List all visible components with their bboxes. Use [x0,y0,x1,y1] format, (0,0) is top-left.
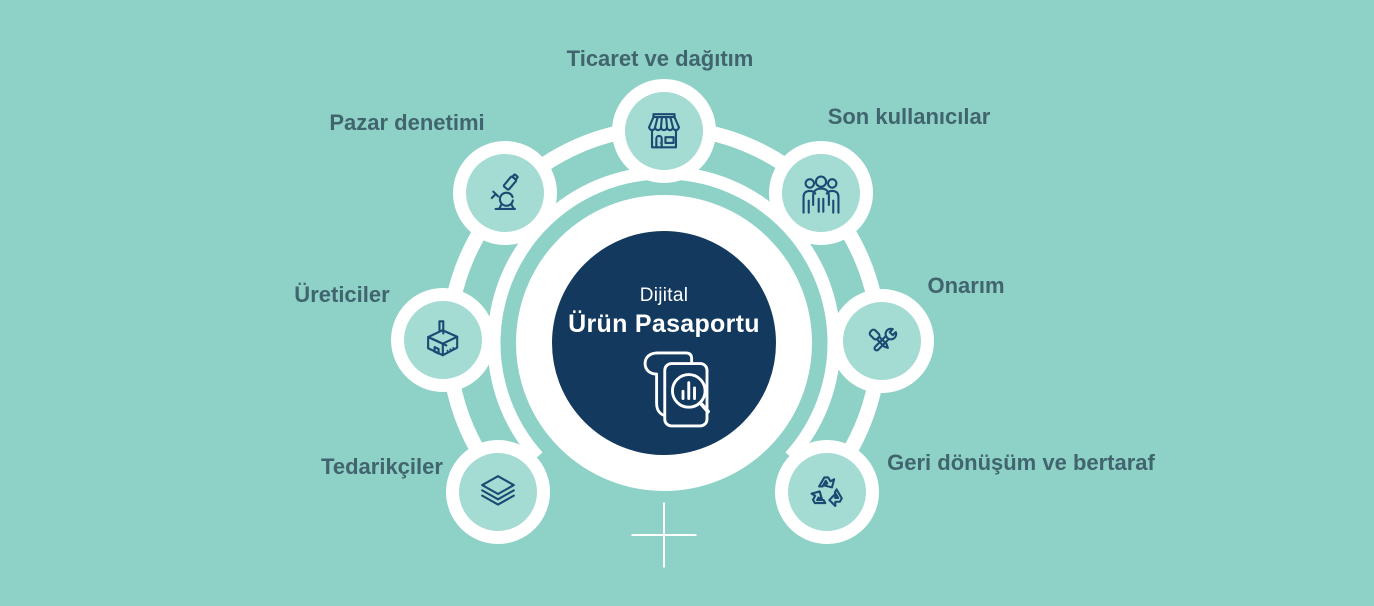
node-label-ticaret: Ticaret ve dağıtım [566,46,754,71]
factory-icon [427,320,459,357]
layers-icon [481,475,515,506]
center-circle: Dijital Ürün Pasaportu [516,195,812,491]
node-label-tedarikciler: Tedarikçiler [321,454,443,479]
node-circle-ticaret [612,79,716,183]
node-circle-pazar-denetimi [453,141,557,245]
storefront-icon [648,113,680,149]
node-label-ureticiler: Üreticiler [294,282,390,307]
recycle-icon [810,476,843,508]
node-label-geri-donusum: Geri dönüşüm ve bertaraf [887,450,1155,475]
node-circle-geri-donusum [775,440,879,544]
node-label-son-kullanicilar: Son kullanıcılar [827,104,991,129]
node-circle-onarim [830,289,934,393]
node-circle-ureticiler [391,288,495,392]
microscope-icon [490,173,519,210]
node-label-onarim: Onarım [927,273,1005,298]
document-magnifier-chart-icon [643,351,710,428]
repair-tools-icon [868,327,898,352]
node-label-pazar-denetimi: Pazar denetimi [329,110,485,135]
center-title-line2: Ürün Pasaportu [568,310,760,338]
plus-marker-icon [631,502,697,568]
people-group-icon [802,175,840,214]
node-circle-son-kullanicilar [769,141,873,245]
center-title-line1: Dijital [639,285,689,306]
node-circle-tedarikciler [446,440,550,544]
